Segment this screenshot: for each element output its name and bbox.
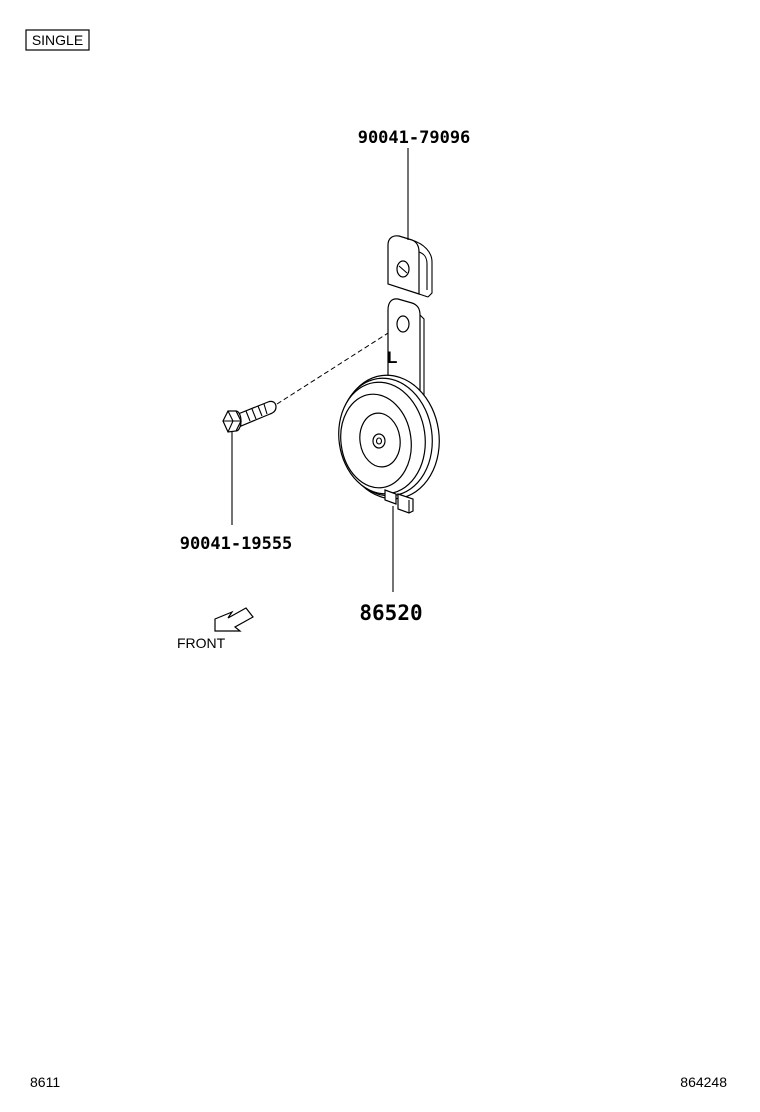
horn: L bbox=[338, 298, 440, 514]
part-number-bolt: 90041-19555 bbox=[180, 534, 293, 554]
footer-right-code: 864248 bbox=[680, 1074, 727, 1090]
bracket-mark: L bbox=[387, 348, 397, 367]
variant-tag-text: SINGLE bbox=[32, 32, 83, 48]
part-number-horn: 86520 bbox=[359, 601, 422, 625]
front-direction-arrow: FRONT bbox=[177, 607, 254, 651]
bracket-clip bbox=[387, 235, 433, 298]
footer-left-code: 8611 bbox=[30, 1074, 60, 1090]
part-number-bracket-clip: 90041-79096 bbox=[358, 128, 471, 148]
bracket-hole bbox=[396, 315, 410, 333]
front-label: FRONT bbox=[177, 635, 226, 651]
variant-tag: SINGLE bbox=[25, 29, 90, 51]
bolt bbox=[222, 400, 277, 433]
